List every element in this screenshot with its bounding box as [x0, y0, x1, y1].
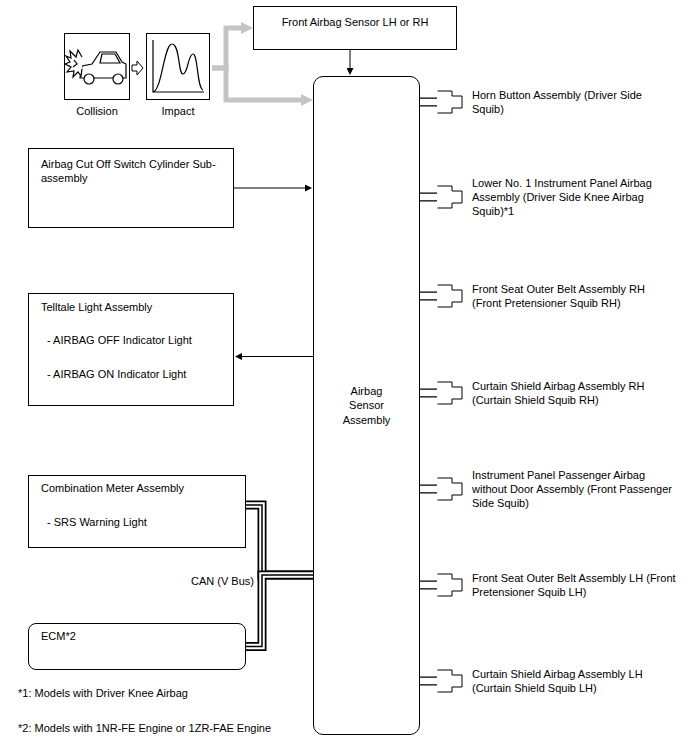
connector-group — [420, 681, 437, 682]
can-bus — [246, 575, 313, 647]
squib-wire — [420, 98, 437, 107]
squib-item: Front Seat Outer Belt Assembly LH (Front… — [437, 569, 682, 602]
squib-wire — [420, 193, 437, 202]
squib-wire-inner — [420, 293, 437, 300]
component-box: ECM*2 — [28, 623, 246, 670]
squib-item: Curtain Shield Airbag Assembly LH (Curta… — [437, 665, 682, 698]
squib-wire-inner — [420, 582, 437, 589]
connector-group — [420, 102, 437, 103]
connector-group — [234, 188, 305, 189]
squib-item: Horn Button Assembly (Driver Side Squib) — [437, 86, 682, 119]
connector-group — [350, 50, 351, 68]
connector-group — [420, 585, 437, 586]
squib-symbol — [438, 478, 463, 500]
can-bus — [246, 505, 313, 575]
component-name: Front Airbag Sensor LH or RH — [262, 15, 448, 29]
connector-group — [212, 28, 241, 68]
squib-symbol — [438, 574, 463, 596]
component-box: Front Airbag Sensor LH or RH — [253, 6, 457, 50]
signal-arrow — [234, 188, 305, 189]
connector-group — [246, 575, 313, 647]
illustration-box: Impact — [146, 33, 210, 100]
component-box: Airbag Cut Off Switch Cylinder Sub-assem… — [28, 148, 234, 228]
impact-graph — [153, 40, 204, 92]
component-name: Front Seat Outer Belt Assembly RH (Front… — [472, 282, 676, 311]
squib-symbol — [438, 285, 463, 307]
control-unit-box: Airbag Sensor Assembly — [313, 76, 420, 735]
squib-wire — [420, 677, 437, 686]
signal-arrow — [350, 50, 351, 68]
squib-symbol — [438, 186, 463, 208]
can-bus-core — [246, 505, 313, 575]
squib-symbol — [438, 382, 463, 404]
component-name: Curtain Shield Airbag Assembly RH (Curta… — [472, 379, 676, 408]
component-box: Combination Meter Assembly - SRS Warning … — [28, 475, 246, 548]
connector-group — [420, 393, 437, 394]
connector-group — [420, 197, 437, 198]
component-name: Curtain Shield Airbag Assembly LH (Curta… — [472, 667, 676, 696]
squib-symbol — [438, 91, 463, 113]
can-bus-core — [246, 575, 313, 647]
footnote: *2: Models with 1NR-FE Engine or 1ZR-FAE… — [18, 721, 271, 735]
squib-wire-inner — [420, 486, 437, 493]
icon-caption: Collision — [55, 104, 139, 118]
connector-group — [420, 489, 437, 490]
component-name: Front Seat Outer Belt Assembly LH (Front… — [472, 571, 676, 600]
impact-arrow — [212, 28, 241, 68]
impact-arrow — [212, 68, 301, 100]
component-name: Horn Button Assembly (Driver Side Squib) — [472, 88, 676, 117]
squib-wire-inner — [420, 678, 437, 685]
connector-group — [420, 296, 437, 297]
squib-symbols — [438, 91, 463, 692]
collision-illustration — [65, 50, 126, 84]
squib-wire — [420, 581, 437, 590]
component-name: Telltale Light Assembly — [41, 300, 223, 314]
component-name: Lower No. 1 Instrument Panel Airbag Asse… — [472, 176, 676, 219]
squib-wire — [420, 292, 437, 301]
indicator-item: - SRS Warning Light — [41, 515, 235, 529]
squib-wire-inner — [420, 99, 437, 106]
connector-group — [242, 356, 313, 357]
squib-wire-inner — [420, 194, 437, 201]
indicator-item: - AIRBAG ON Indicator Light — [41, 367, 223, 381]
signal-arrow — [242, 356, 313, 357]
icon-caption: Impact — [137, 104, 219, 118]
bus-label: CAN (V Bus) — [152, 574, 254, 588]
squib-item: Instrument Panel Passenger Airbag withou… — [437, 466, 682, 513]
illustration-box: Collision — [64, 33, 130, 100]
component-name: Combination Meter Assembly — [41, 481, 235, 495]
squib-wire-inner — [420, 390, 437, 397]
connector-group — [212, 68, 301, 100]
component-name: ECM*2 — [41, 629, 235, 643]
squib-item: Curtain Shield Airbag Assembly RH (Curta… — [437, 377, 682, 410]
can-bus-inner — [246, 575, 313, 647]
squib-wire — [420, 485, 437, 494]
indicator-item: - AIRBAG OFF Indicator Light — [41, 333, 223, 347]
squib-item: Lower No. 1 Instrument Panel Airbag Asse… — [437, 174, 682, 221]
can-bus-inner — [246, 505, 313, 575]
component-name: Instrument Panel Passenger Airbag withou… — [472, 468, 676, 511]
hollow-arrow — [132, 61, 143, 75]
squib-item: Front Seat Outer Belt Assembly RH (Front… — [437, 280, 682, 313]
component-name: Airbag Cut Off Switch Cylinder Sub-assem… — [41, 157, 223, 186]
footnote: *1: Models with Driver Knee Airbag — [18, 686, 188, 700]
component-name: Airbag Sensor Assembly — [334, 384, 399, 427]
connector-group — [132, 61, 143, 75]
squib-symbol — [438, 670, 463, 692]
component-box: Telltale Light Assembly - AIRBAG OFF Indi… — [28, 293, 234, 406]
connector-group — [246, 505, 313, 575]
squib-wire — [420, 389, 437, 398]
